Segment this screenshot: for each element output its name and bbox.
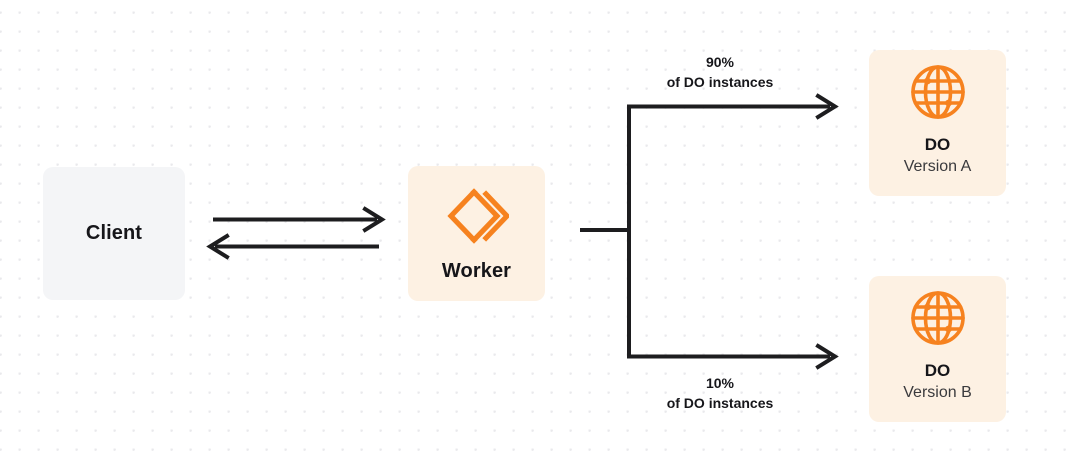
do-b-title: DO <box>924 361 951 380</box>
do-a-title: DO <box>924 135 951 154</box>
globe-icon <box>908 288 968 348</box>
edge-label-do-b: 10% of DO instances <box>620 373 820 414</box>
edge-label-do-b-percent: 10% <box>705 375 735 391</box>
arrow-worker-to-do-b <box>627 343 839 370</box>
edge-label-do-a: 90% of DO instances <box>620 52 820 93</box>
client-label: Client <box>85 222 143 244</box>
arrow-worker-to-client <box>206 233 379 260</box>
arrow-worker-to-do-a <box>627 93 839 120</box>
arrow-client-to-worker <box>213 206 386 233</box>
node-do-version-a[interactable]: DO Version A <box>869 50 1006 196</box>
edge-label-do-b-description: of DO instances <box>666 395 774 412</box>
cloudflare-workers-icon <box>445 188 509 244</box>
globe-icon <box>908 62 968 122</box>
edge-label-do-a-description: of DO instances <box>666 74 774 91</box>
node-client[interactable]: Client <box>43 167 185 300</box>
edge-label-do-a-percent: 90% <box>705 54 735 70</box>
do-a-subtitle: Version A <box>903 158 972 176</box>
node-do-version-b[interactable]: DO Version B <box>869 276 1006 422</box>
do-b-subtitle: Version B <box>903 384 972 402</box>
node-worker[interactable]: Worker <box>408 166 545 301</box>
worker-label: Worker <box>441 260 512 282</box>
